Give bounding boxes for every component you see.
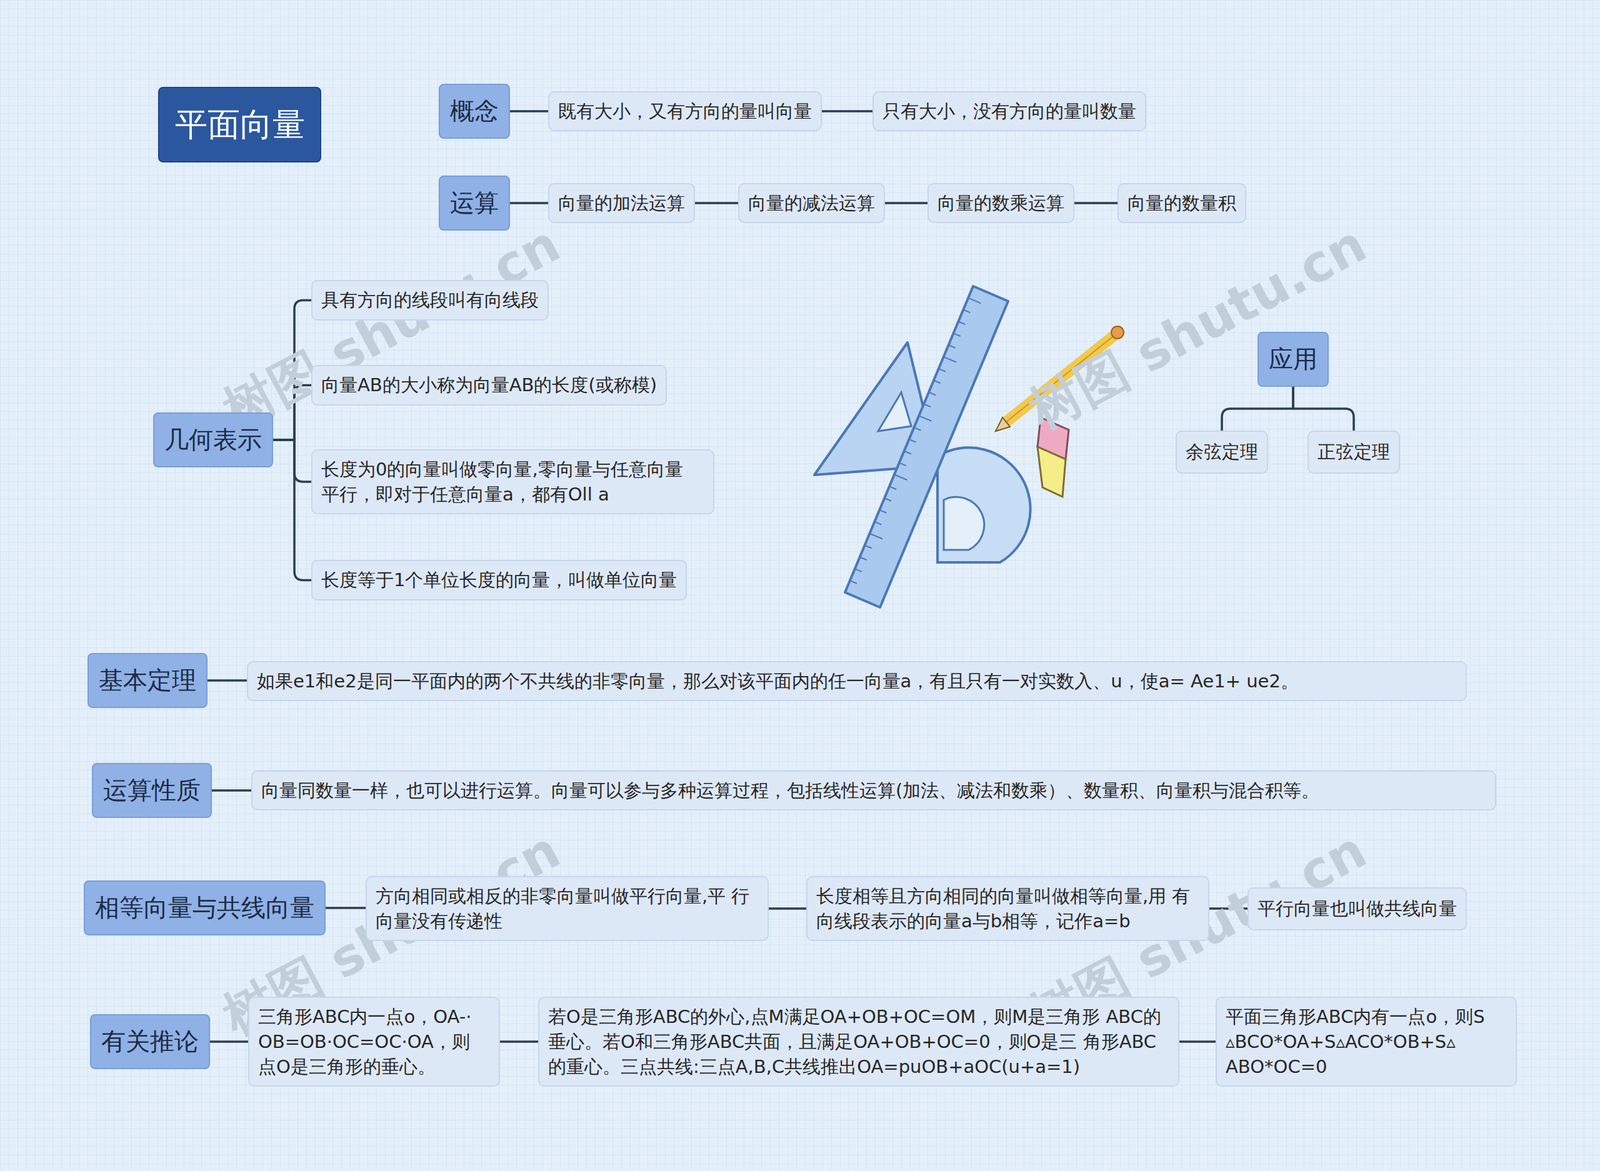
connector	[325, 906, 366, 910]
leaf-box: 三角形ABC内一点o，OA-· OB=OB·OC=OC·OA，则 点O是三角形的…	[248, 996, 500, 1087]
connector	[1179, 1040, 1216, 1044]
connector	[207, 679, 247, 682]
connector	[273, 440, 312, 482]
connector	[510, 110, 549, 113]
ruler	[845, 286, 1009, 608]
node-text: 相等向量与共线向量	[95, 891, 315, 925]
node-text: 若O是三角形ABC的外心,点M满足OA+OB+OC=OM，则M是三角形 ABC的…	[548, 1004, 1170, 1080]
title-text: 平面向量	[175, 103, 305, 147]
leaf-box: 向量的数量积	[1117, 183, 1247, 224]
leaf-box: 如果e1和e2是同一平面内的两个不共线的非零向量，那么对该平面内的任一向量a，有…	[246, 661, 1467, 702]
node-text: 长度为0的向量叫做零向量,零向量与任意向量 平行，即对于任意向量a，都有Oll …	[321, 456, 705, 507]
branch-box: 相等向量与共线向量	[83, 880, 326, 936]
watermark: 树图 shutu.cn	[211, 210, 572, 446]
branch-box: 几何表示	[153, 412, 274, 468]
node-text: 运算性质	[103, 773, 201, 808]
connector	[1074, 201, 1118, 205]
branch-box: 应用	[1257, 331, 1329, 387]
leaf-box: 向量AB的大小称为向量AB的长度(或称模)	[311, 365, 667, 406]
leaf-box: 只有大小，没有方向的量叫数量	[872, 91, 1147, 132]
node-text: 向量的加法运算	[558, 190, 685, 216]
connector	[273, 440, 312, 581]
node-text: 长度相等且方向相同的向量叫做相等向量,用 有向线段表示的向量a与b相等，记作a=…	[816, 883, 1200, 934]
node-text: 向量的数乘运算	[937, 190, 1065, 216]
leaf-box: 方向相同或相反的非零向量叫做平行向量,平 行向量没有传递性	[365, 876, 769, 942]
node-text: 向量的减法运算	[748, 190, 875, 216]
connector	[695, 201, 739, 205]
node-text: 向量AB的大小称为向量AB的长度(或称模)	[321, 372, 657, 398]
branch-box: 运算	[438, 175, 510, 231]
leaf-box: 向量同数量一样，也可以进行运算。向量可以参与多种运算过程，包括线性运算(加法、减…	[251, 770, 1497, 811]
connector	[821, 110, 873, 113]
connector	[768, 907, 807, 910]
node-text: 平面三角形ABC内有一点o，则S ▵BCO*OA+S▵ACO*OB+S▵ ABO…	[1225, 1004, 1507, 1080]
leaf-box: 若O是三角形ABC的外心,点M满足OA+OB+OC=OM，则M是三角形 ABC的…	[538, 996, 1180, 1087]
branch-box: 基本定理	[87, 653, 208, 709]
node-text: 方向相同或相反的非零向量叫做平行向量,平 行向量没有传递性	[375, 883, 759, 934]
node-text: 概念	[450, 94, 499, 129]
leaf-box: 具有方向的线段叫有向线段	[311, 280, 549, 321]
node-text: 长度等于1个单位长度的向量，叫做单位向量	[321, 567, 677, 593]
watermark: 树图 shutu.cn	[1018, 210, 1379, 446]
node-text: 应用	[1268, 342, 1318, 377]
leaf-box: 长度为0的向量叫做零向量,零向量与任意向量 平行，即对于任意向量a，都有Oll …	[311, 449, 715, 515]
node-text: 正弦定理	[1317, 439, 1390, 465]
connector	[500, 1040, 539, 1044]
connector	[1293, 386, 1354, 431]
connector	[1221, 386, 1294, 431]
connector	[510, 201, 549, 205]
set-square-hole	[878, 392, 912, 432]
leaf-box: 向量的减法运算	[738, 183, 885, 224]
branch-box: 有关推论	[90, 1014, 210, 1070]
protractor-inner	[943, 496, 985, 550]
leaf-box: 平行向量也叫做共线向量	[1247, 887, 1467, 931]
node-text: 有关推论	[101, 1025, 199, 1059]
leaf-box: 正弦定理	[1307, 430, 1400, 474]
node-text: 余弦定理	[1185, 439, 1259, 465]
node-text: 只有大小，没有方向的量叫数量	[882, 98, 1137, 124]
node-text: 既有大小，又有方向的量叫向量	[558, 98, 812, 124]
node-text: 如果e1和e2是同一平面内的两个不共线的非零向量，那么对该平面内的任一向量a，有…	[256, 668, 1299, 694]
title-box: 平面向量	[158, 86, 322, 163]
leaf-box: 平面三角形ABC内有一点o，则S ▵BCO*OA+S▵ACO*OB+S▵ ABO…	[1215, 996, 1517, 1087]
connector	[885, 201, 928, 205]
node-text: 三角形ABC内一点o，OA-· OB=OB·OC=OC·OA，则 点O是三角形的…	[258, 1004, 490, 1080]
leaf-box: 向量的加法运算	[548, 183, 695, 224]
leaf-box: 既有大小，又有方向的量叫向量	[548, 91, 822, 132]
node-text: 基本定理	[98, 663, 197, 698]
node-text: 具有方向的线段叫有向线段	[321, 287, 539, 313]
node-text: 平行向量也叫做共线向量	[1257, 896, 1457, 922]
leaf-box: 长度相等且方向相同的向量叫做相等向量,用 有向线段表示的向量a与b相等，记作a=…	[806, 876, 1210, 942]
pencil-tip	[995, 417, 1010, 432]
leaf-box: 长度等于1个单位长度的向量，叫做单位向量	[311, 560, 687, 601]
ruler-ticks	[850, 298, 982, 584]
protractor	[937, 447, 1031, 563]
eraser-bottom	[1037, 446, 1066, 497]
leaf-box: 向量的数乘运算	[927, 183, 1075, 224]
branch-box: 概念	[438, 83, 510, 139]
leaf-box: 余弦定理	[1175, 430, 1269, 474]
branch-box: 运算性质	[91, 763, 212, 819]
connector	[211, 789, 252, 792]
node-text: 向量同数量一样，也可以进行运算。向量可以参与多种运算过程，包括线性运算(加法、减…	[261, 778, 1320, 804]
node-text: 向量的数量积	[1127, 190, 1237, 216]
node-text: 运算	[450, 186, 499, 220]
node-text: 几何表示	[164, 423, 262, 457]
